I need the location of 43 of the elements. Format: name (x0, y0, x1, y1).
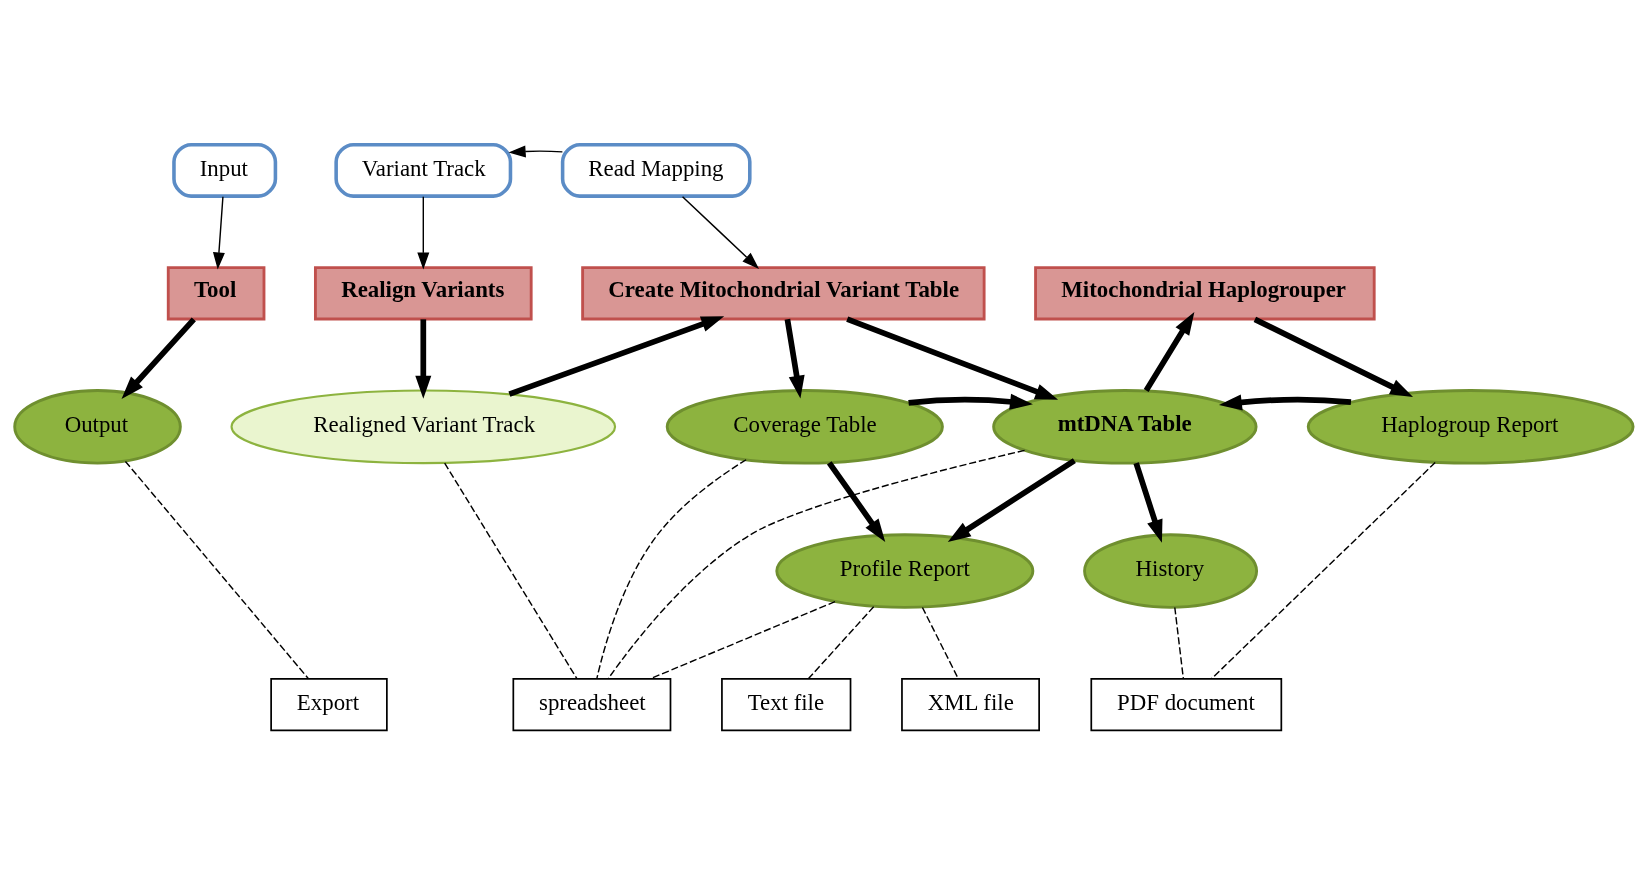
connector (1211, 461, 1436, 679)
node-box: Mitochondrial Haplogrouper (1034, 265, 1376, 320)
node-box: Tool (166, 265, 266, 320)
arrow (1143, 311, 1195, 392)
arrow (846, 316, 1059, 400)
arrow (947, 457, 1076, 542)
node-box: PDF document (1090, 677, 1283, 731)
connector (124, 460, 310, 679)
arrow (826, 460, 886, 542)
arrow (908, 393, 1033, 410)
node-ellipse: Realigned Variant Track (230, 388, 617, 464)
node-box: XML file (901, 677, 1040, 731)
node-box: Read Mapping (560, 142, 752, 198)
arrow (1133, 461, 1163, 543)
arrow (508, 315, 725, 397)
node-ellipse: Output (13, 388, 182, 465)
arrow (1218, 393, 1352, 410)
connector (921, 606, 959, 679)
node-box: Variant Track (334, 142, 513, 198)
node-box: Realign Variants (314, 265, 533, 320)
node-box: Input (172, 142, 278, 198)
arrow (121, 316, 196, 399)
arrow (784, 318, 805, 399)
arrow (1253, 316, 1414, 397)
arrow (212, 195, 225, 270)
node-box: Export (270, 677, 388, 731)
connector (443, 461, 578, 679)
node-ellipse: Coverage Table (665, 388, 944, 465)
node-box: Create Mitochondrial Variant Table (581, 265, 986, 320)
connector (807, 605, 875, 679)
arrow (417, 195, 430, 270)
connector (1174, 606, 1185, 679)
node-ellipse: History (1083, 532, 1259, 609)
arrow (508, 144, 564, 157)
arrow (681, 195, 760, 269)
connector (596, 458, 747, 679)
arrow (415, 318, 432, 399)
node-ellipse: Profile Report (775, 532, 1035, 609)
node-box: spreadsheet (512, 677, 672, 731)
node-ellipse: mtDNA Table (992, 388, 1258, 465)
node-box: Text file (721, 677, 852, 731)
node-ellipse: Haplogroup Report (1306, 388, 1635, 465)
connector (607, 449, 1026, 679)
